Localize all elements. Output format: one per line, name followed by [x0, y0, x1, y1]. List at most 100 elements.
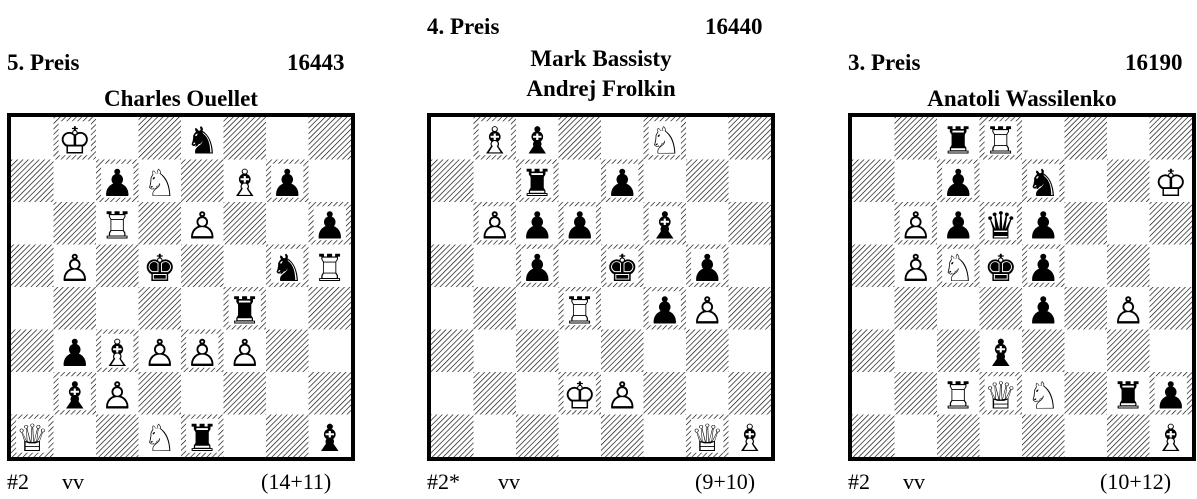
- dark-square: [852, 160, 895, 203]
- white-pawn-icon: ♙: [1111, 289, 1145, 333]
- white-king-icon: ♔: [58, 119, 92, 163]
- light-square: [559, 160, 602, 203]
- black-bishop-icon: ♝: [520, 119, 554, 163]
- light-square: [980, 160, 1023, 203]
- black-knight-icon: ♞: [1026, 161, 1060, 205]
- light-square: [266, 287, 309, 330]
- chessboard: ♗♝♘♜♟♙♟♟♝♟♚♟♖♟♙♔♙♕♗: [427, 113, 775, 461]
- white-bishop-icon: ♗: [478, 119, 512, 163]
- variant-tag: vv: [498, 470, 520, 494]
- dark-square: [54, 287, 97, 330]
- dark-square: [309, 287, 352, 330]
- dark-square: [937, 330, 980, 373]
- white-pawn-icon: ♙: [228, 331, 262, 375]
- dark-square: [11, 160, 54, 203]
- light-square: [266, 372, 309, 415]
- stipulation: #2: [7, 470, 29, 494]
- light-square: [980, 415, 1023, 458]
- black-pawn-icon: ♟: [313, 204, 347, 248]
- dark-square: [1065, 372, 1108, 415]
- light-square: [11, 202, 54, 245]
- light-square: [266, 202, 309, 245]
- stipulation: #2: [848, 470, 870, 494]
- award-label: 3. Preis: [848, 50, 920, 76]
- dark-square: [309, 372, 352, 415]
- black-bishop-icon: ♝: [984, 331, 1018, 375]
- white-bishop-icon: ♗: [100, 331, 134, 375]
- dark-square: [266, 415, 309, 458]
- dark-square: [686, 330, 729, 373]
- light-square: [431, 117, 474, 160]
- dark-square: [601, 330, 644, 373]
- dark-square: [516, 415, 559, 458]
- light-square: [54, 160, 97, 203]
- black-rook-icon: ♜: [520, 161, 554, 205]
- dark-square: [895, 287, 938, 330]
- black-pawn-icon: ♟: [1026, 246, 1060, 290]
- white-pawn-icon: ♙: [899, 246, 933, 290]
- dark-square: [644, 372, 687, 415]
- dark-square: [559, 117, 602, 160]
- black-rook-icon: ♜: [185, 416, 219, 457]
- dark-square: [852, 330, 895, 373]
- light-square: [224, 415, 267, 458]
- dark-square: [431, 160, 474, 203]
- dark-square: [1065, 287, 1108, 330]
- white-knight-icon: ♘: [143, 161, 177, 205]
- light-square: [1065, 415, 1108, 458]
- light-square: [1065, 330, 1108, 373]
- dark-square: [309, 117, 352, 160]
- black-knight-icon: ♞: [270, 246, 304, 290]
- dark-square: [729, 287, 772, 330]
- light-square: [852, 202, 895, 245]
- black-king-icon: ♚: [984, 246, 1018, 290]
- black-knight-icon: ♞: [185, 119, 219, 163]
- white-rook-icon: ♖: [941, 374, 975, 418]
- white-pawn-icon: ♙: [185, 331, 219, 375]
- dark-square: [937, 415, 980, 458]
- light-square: [895, 415, 938, 458]
- black-pawn-icon: ♟: [648, 289, 682, 333]
- black-pawn-icon: ♟: [563, 204, 597, 248]
- dark-square: [729, 202, 772, 245]
- light-square: [516, 372, 559, 415]
- dark-square: [1150, 202, 1193, 245]
- light-square: [601, 202, 644, 245]
- dark-square: [224, 202, 267, 245]
- light-square: [96, 117, 139, 160]
- black-rook-icon: ♜: [228, 289, 262, 333]
- light-square: [431, 202, 474, 245]
- black-pawn-icon: ♟: [690, 246, 724, 290]
- variant-tag: vv: [903, 470, 925, 494]
- light-square: [1107, 117, 1150, 160]
- dark-square: [431, 245, 474, 288]
- dark-square: [139, 202, 182, 245]
- white-king-icon: ♔: [1154, 161, 1188, 205]
- dark-square: [139, 372, 182, 415]
- light-square: [895, 160, 938, 203]
- dark-square: [139, 287, 182, 330]
- light-square: [431, 287, 474, 330]
- black-pawn-icon: ♟: [520, 246, 554, 290]
- composer-name: Anatoli Wassilenko: [848, 86, 1196, 112]
- dark-square: [1022, 415, 1065, 458]
- white-rook-icon: ♖: [984, 119, 1018, 163]
- light-square: [309, 330, 352, 373]
- dark-square: [181, 245, 224, 288]
- light-square: [11, 287, 54, 330]
- white-knight-icon: ♘: [648, 119, 682, 163]
- light-square: [559, 415, 602, 458]
- composer-name: Mark Bassisty: [427, 46, 775, 72]
- dark-square: [139, 117, 182, 160]
- problem-number: 16440: [705, 14, 763, 40]
- white-pawn-icon: ♙: [478, 204, 512, 248]
- black-bishop-icon: ♝: [58, 374, 92, 418]
- piece-count: (10+12): [1100, 470, 1171, 494]
- light-square: [309, 160, 352, 203]
- white-bishop-icon: ♗: [733, 416, 767, 457]
- light-square: [1150, 245, 1193, 288]
- dark-square: [1107, 160, 1150, 203]
- light-square: [181, 372, 224, 415]
- dark-square: [11, 245, 54, 288]
- black-rook-icon: ♜: [941, 119, 975, 163]
